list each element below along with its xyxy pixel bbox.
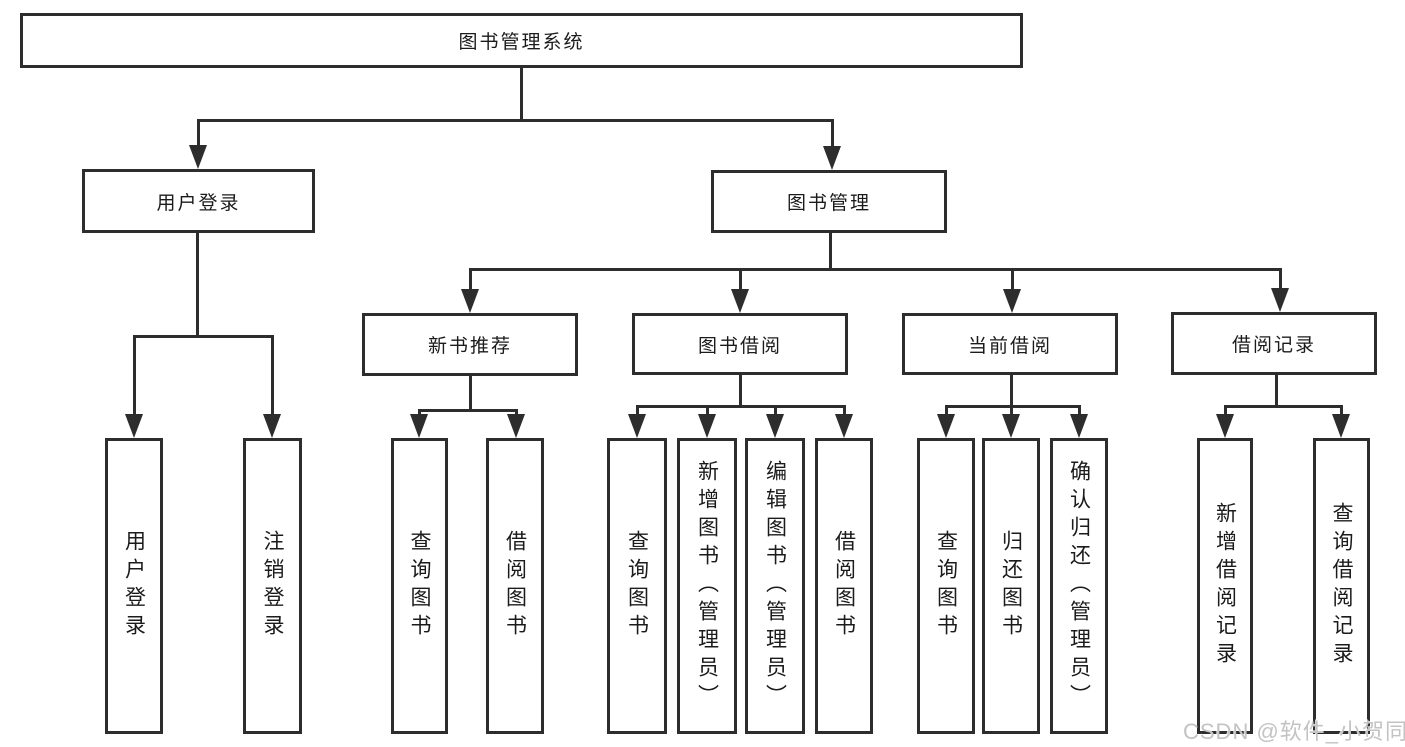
node-label: 用户登录 <box>156 192 241 214</box>
connector-line <box>636 405 846 408</box>
connector-line <box>469 376 472 409</box>
arrow-down-icon <box>1003 289 1021 313</box>
node-label: 查询图书 <box>408 530 431 642</box>
node-label: 用户登录 <box>122 530 146 642</box>
connector-line <box>418 409 518 412</box>
node-label: 新增借阅记录 <box>1213 502 1237 670</box>
node-leaf-return-books: 归还图书 <box>982 438 1040 734</box>
arrow-down-icon <box>1002 414 1020 438</box>
node-leaf-query-books-borrow: 查询图书 <box>607 438 667 734</box>
arrow-down-icon <box>1271 288 1289 312</box>
node-leaf-edit-books-admin: 编辑图书（管理员） <box>745 438 805 734</box>
arrow-down-icon <box>507 414 525 438</box>
connector-line <box>831 119 834 148</box>
connector-line <box>1010 405 1013 416</box>
connector-line <box>197 119 834 122</box>
node-label: 归还图书 <box>999 530 1023 642</box>
connector-line <box>1011 268 1014 291</box>
node-label: 确认归还（管理员） <box>1067 460 1091 712</box>
connector-line <box>133 335 274 338</box>
arrow-down-icon <box>628 414 646 438</box>
arrow-down-icon <box>189 145 207 169</box>
node-label: 借阅图书 <box>832 530 856 642</box>
node-label: 注销登录 <box>261 530 284 642</box>
node-borrow-records: 借阅记录 <box>1171 312 1377 375</box>
node-label: 新书推荐 <box>427 336 512 357</box>
arrow-down-icon <box>835 414 853 438</box>
arrow-down-icon <box>125 414 143 438</box>
arrow-down-icon <box>410 414 428 438</box>
node-label: 查询图书 <box>934 530 958 642</box>
arrow-down-icon <box>263 414 281 438</box>
node-label: 图书借阅 <box>697 335 782 357</box>
node-label: 借阅记录 <box>1231 335 1316 356</box>
arrow-down-icon <box>461 289 479 313</box>
connector-line <box>1275 375 1278 405</box>
connector-line <box>739 268 742 291</box>
node-library-system: 图书管理系统 <box>20 13 1023 68</box>
node-leaf-borrow-books-recommend: 借阅图书 <box>486 438 544 734</box>
connector-line <box>1010 375 1013 405</box>
node-label: 图书管理系统 <box>458 32 585 53</box>
connector-line <box>1224 405 1227 416</box>
connector-line <box>739 375 742 405</box>
connector-line <box>133 335 136 416</box>
arrow-down-icon <box>1332 414 1350 438</box>
node-leaf-add-borrow-record: 新增借阅记录 <box>1197 438 1253 734</box>
node-leaf-logout: 注销登录 <box>243 438 302 734</box>
arrow-down-icon <box>937 414 955 438</box>
connector-line <box>706 405 709 416</box>
connector-line <box>636 405 639 416</box>
connector-line <box>945 405 1081 408</box>
connector-line <box>829 233 832 268</box>
node-leaf-borrow-books: 借阅图书 <box>815 438 873 734</box>
connector-line <box>271 335 274 416</box>
connector-line <box>1279 268 1282 290</box>
node-user-login: 用户登录 <box>82 169 315 233</box>
arrow-down-icon <box>766 414 784 438</box>
connector-line <box>1340 405 1343 416</box>
node-leaf-query-books-recommend: 查询图书 <box>391 438 448 734</box>
connector-line <box>774 405 777 416</box>
node-label: 查询借阅记录 <box>1330 502 1353 670</box>
node-label: 借阅图书 <box>503 530 527 642</box>
node-current-borrow: 当前借阅 <box>902 313 1118 375</box>
node-label: 当前借阅 <box>967 335 1052 357</box>
node-book-borrow: 图书借阅 <box>632 313 848 375</box>
node-new-book-recommend: 新书推荐 <box>362 313 578 376</box>
node-leaf-add-books-admin: 新增图书（管理员） <box>677 438 737 734</box>
connector-line <box>196 233 199 335</box>
arrow-down-icon <box>698 414 716 438</box>
connector-line <box>520 68 523 119</box>
node-leaf-query-borrow-record: 查询借阅记录 <box>1313 438 1370 734</box>
connector-line <box>843 405 846 416</box>
arrow-down-icon <box>731 289 749 313</box>
arrow-down-icon <box>823 146 841 170</box>
node-label: 查询图书 <box>625 530 649 642</box>
node-label: 编辑图书（管理员） <box>763 460 787 712</box>
arrow-down-icon <box>1070 414 1088 438</box>
connector-line <box>197 119 200 147</box>
node-leaf-confirm-return-admin: 确认归还（管理员） <box>1050 438 1108 734</box>
connector-line <box>1224 405 1343 408</box>
connector-line <box>469 268 472 291</box>
node-book-management: 图书管理 <box>711 170 947 233</box>
csdn-watermark: CSDN @软件_小贺同学 <box>1183 719 1405 744</box>
node-leaf-query-books-current: 查询图书 <box>917 438 975 734</box>
node-leaf-user-login: 用户登录 <box>105 438 163 734</box>
connector-line <box>418 409 421 416</box>
node-label: 新增图书（管理员） <box>695 460 719 712</box>
connector-line <box>469 268 1282 271</box>
connector-line <box>1078 405 1081 416</box>
node-label: 图书管理 <box>786 193 871 214</box>
connector-line <box>515 409 518 416</box>
arrow-down-icon <box>1216 414 1234 438</box>
connector-line <box>945 405 948 416</box>
